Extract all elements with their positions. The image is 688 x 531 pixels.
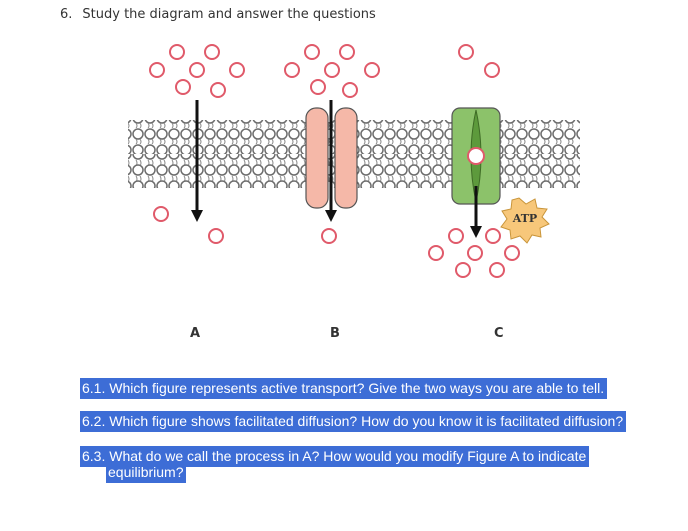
molecule (458, 44, 474, 60)
subquestion-6-1: 6.1. Which figure represents active tran… (80, 378, 608, 399)
figure-b-channel-protein (305, 100, 358, 222)
molecule (175, 79, 191, 95)
subquestion-6-3-line2: equilibrium? (106, 462, 187, 483)
cell-membrane-diagram: ATP (128, 44, 580, 278)
molecule (339, 44, 355, 60)
molecule (149, 62, 165, 78)
subquestion-6-2: 6.2. Which figure shows facilitated diff… (80, 411, 627, 432)
molecule (210, 82, 226, 98)
molecule (342, 82, 358, 98)
molecule (485, 228, 501, 244)
molecule (304, 44, 320, 60)
molecule (364, 62, 380, 78)
molecule (504, 245, 520, 261)
figure-c-carrier-protein (451, 107, 501, 238)
solute-molecules (149, 44, 520, 278)
molecule (324, 62, 340, 78)
molecule (169, 44, 185, 60)
question-number: 6. (60, 7, 73, 22)
atp-label: ATP (512, 212, 537, 225)
molecule (229, 62, 245, 78)
atp-burst-icon: ATP (500, 197, 550, 244)
molecule (448, 228, 464, 244)
molecule (428, 245, 444, 261)
figure-a-diffusion-arrow (191, 100, 203, 222)
molecule (204, 44, 220, 60)
molecule (284, 62, 300, 78)
subquestion-6-1-text: 6.1. Which figure represents active tran… (80, 378, 608, 399)
molecule (489, 262, 505, 278)
molecule (321, 228, 337, 244)
subquestion-6-2-text: 6.2. Which figure shows facilitated diff… (80, 411, 627, 432)
molecule (153, 206, 169, 222)
figure-label-a: A (190, 326, 201, 341)
subquestion-6-3-line1: 6.3. What do we call the process in A? H… (80, 446, 590, 467)
molecule (455, 262, 471, 278)
molecule (484, 62, 500, 78)
question-title: 6. Study the diagram and answer the quest… (60, 7, 376, 22)
molecule (189, 62, 205, 78)
molecule (310, 79, 326, 95)
figure-label-b: B (330, 326, 340, 341)
molecule (467, 245, 483, 261)
molecule (208, 228, 224, 244)
question-prompt: Study the diagram and answer the questio… (82, 7, 376, 22)
subquestion-6-3: 6.3. What do we call the process in A? H… (80, 446, 590, 483)
figure-label-c: C (494, 326, 504, 341)
